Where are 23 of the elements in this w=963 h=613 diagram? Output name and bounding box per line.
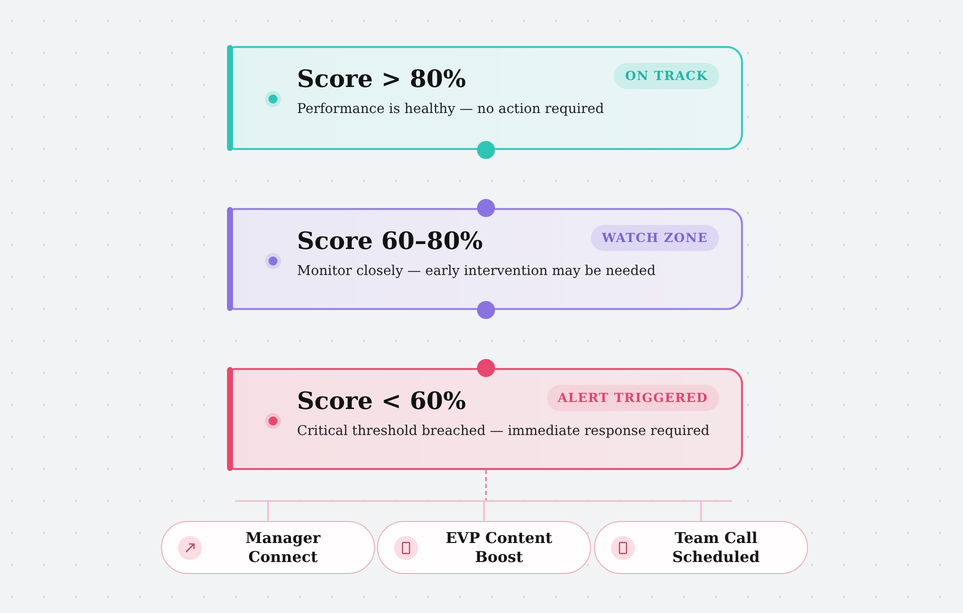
card-description: Monitor closely — early intervention may be needed xyxy=(297,262,656,281)
action-label: Manager Connect xyxy=(244,528,322,566)
connector-line xyxy=(700,501,702,521)
card-title: Score > 80% xyxy=(297,64,466,94)
action-label: EVP Content Boost xyxy=(444,528,554,566)
threshold-card xyxy=(229,208,743,310)
connector-line xyxy=(237,500,732,502)
card-description: Critical threshold breached — immediate response required xyxy=(297,422,710,441)
card-description: Performance is healthy — no action required xyxy=(297,100,604,119)
status-badge: WATCH ZONE xyxy=(590,225,719,251)
action-pill xyxy=(161,521,375,574)
action-label: Team Call Scheduled xyxy=(671,528,761,566)
threshold-card xyxy=(229,368,743,470)
action-pill xyxy=(594,521,808,574)
status-badge: ALERT TRIGGERED xyxy=(546,385,719,411)
action-pill xyxy=(377,521,591,574)
connector-line xyxy=(485,470,487,501)
threshold-card xyxy=(229,46,743,150)
connector-line xyxy=(483,501,485,521)
status-badge: ON TRACK xyxy=(614,63,719,89)
card-title: Score < 60% xyxy=(297,386,466,416)
card-title: Score 60–80% xyxy=(297,226,483,256)
connector-line xyxy=(267,501,269,521)
